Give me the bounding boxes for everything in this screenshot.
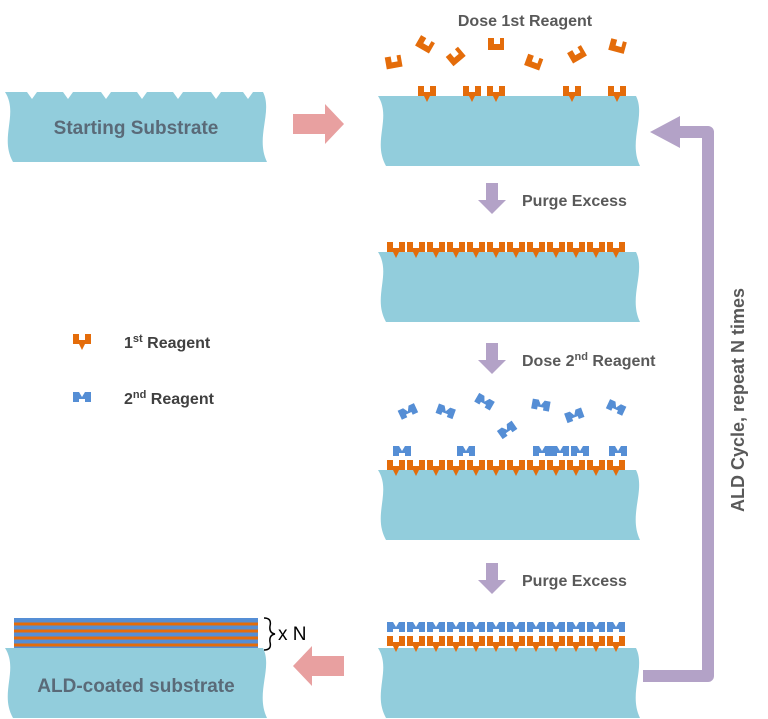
legend: 1st Reagent 2nd Reagent [73,333,215,408]
cycle-arrow-head [650,116,680,148]
full-2nd-layer [387,622,625,652]
bonded-2nd-reagents [393,446,627,456]
purge-excess-2-label: Purge Excess [522,573,627,590]
flow-arrow-right [293,104,344,144]
legend-1st-reagent-label: 1st Reagent [124,333,211,352]
purge-excess-1-label: Purge Excess [522,193,627,210]
starting-substrate [5,92,267,162]
free-2nd-reagents [397,392,627,440]
cycle-loop-arrow [643,126,714,682]
legend-1st-reagent-icon [73,334,91,350]
dose-1st-label: Dose 1st Reagent [458,13,593,30]
step-arrow-down-3 [478,563,506,594]
starting-substrate-label: Starting Substrate [54,118,219,139]
legend-2nd-reagent-icon [73,392,91,402]
free-1st-reagents [384,35,627,71]
step-arrow-down-1 [478,183,506,214]
purge-1-substrate [378,252,640,322]
coated-layers [14,618,258,648]
cycle-label: ALD Cycle, repeat N times [728,288,748,512]
dose-2nd-substrate [378,470,640,540]
ald-coated-label: ALD-coated substrate [37,676,234,697]
dose-2nd-label: Dose 2nd Reagent [522,351,656,370]
legend-2nd-reagent-label: 2nd Reagent [124,389,215,408]
layer-brace [263,617,276,651]
purge-2-substrate [378,648,640,718]
flow-arrow-left [293,646,344,686]
step-arrow-down-2 [478,343,506,374]
repeat-count-label: x N [278,624,307,645]
dose-1st-substrate [378,96,640,166]
